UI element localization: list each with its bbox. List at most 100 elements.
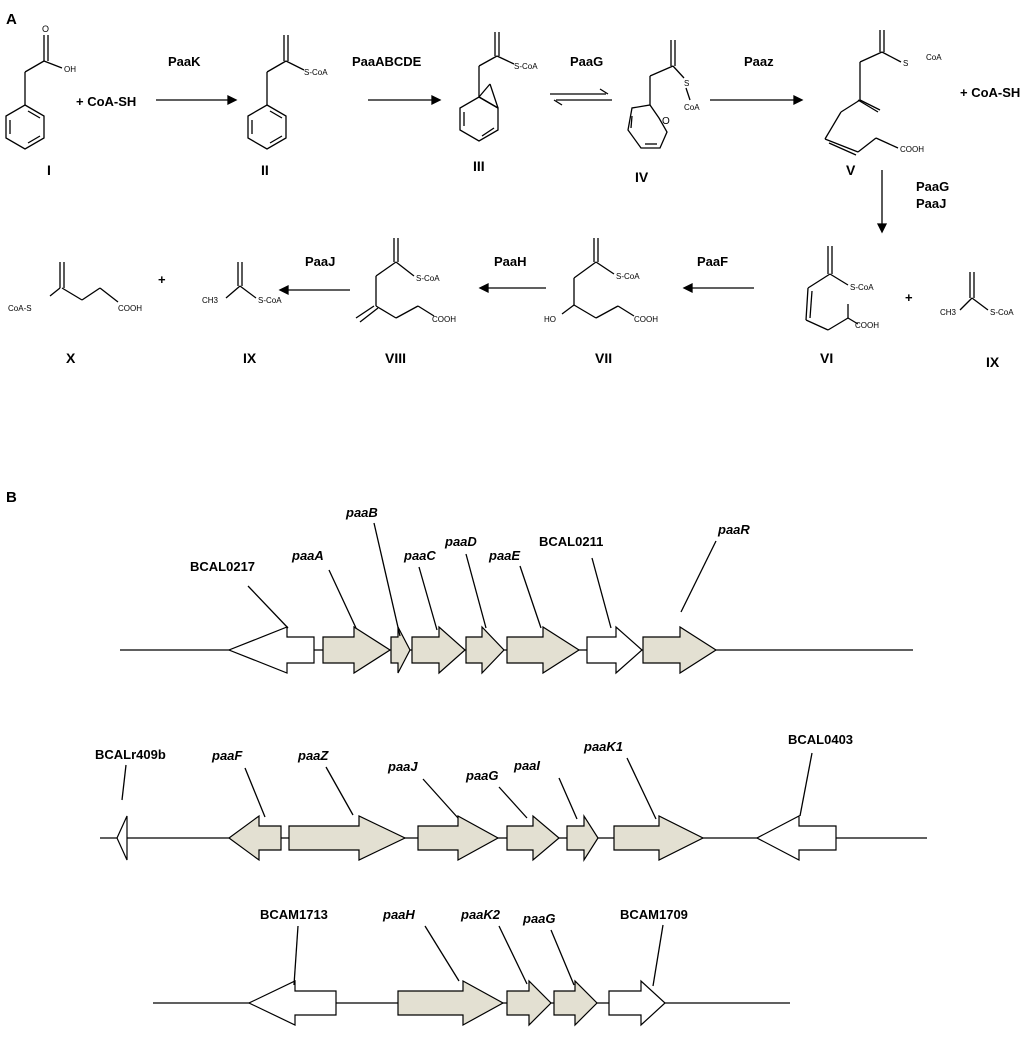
gene-leader-line — [328, 569, 357, 629]
group-scoa-ix-right: S-CoA — [990, 308, 1014, 317]
group-ch3-ix-right: CH3 — [940, 308, 957, 317]
gene-arrow-paaa — [322, 625, 392, 675]
group-coas-x: CoA-S — [8, 304, 32, 313]
group-ho-vii: HO — [544, 315, 556, 324]
gene-arrow-paar — [642, 625, 718, 675]
gene-label-bcal0211: BCAL0211 — [539, 534, 603, 549]
plus-sign-left: + — [158, 272, 166, 287]
gene-leader-line — [498, 786, 528, 819]
enzyme-paak: PaaK — [168, 54, 201, 69]
gene-leader-line — [558, 777, 578, 820]
gene-label-paad: paaD — [444, 534, 477, 549]
gene-label-bcam1713: BCAM1713 — [260, 907, 328, 922]
gene-label-paag-1: paaG — [465, 768, 499, 783]
compound-label-iv: IV — [635, 169, 649, 185]
enzyme-paaabcde: PaaABCDE — [352, 54, 422, 69]
gene-label-paab: paaB — [345, 505, 378, 520]
compound-vii-structure — [561, 238, 635, 319]
gene-leader-line — [626, 757, 657, 820]
gene-leader-line — [422, 778, 459, 819]
compound-i-structure — [5, 35, 63, 150]
cofactor-coa-out: + CoA-SH — [960, 85, 1020, 100]
enzyme-paag-right: PaaG — [916, 179, 949, 194]
gene-arrow-paaf — [227, 814, 282, 862]
group-scoa-vii: S-CoA — [616, 272, 640, 281]
compound-v-structure — [824, 30, 902, 156]
gene-label-paaa: paaA — [291, 548, 324, 563]
compound-iv-structure — [627, 40, 691, 149]
group-cooh-v: COOH — [900, 145, 924, 154]
gene-arrow-bcal0217 — [227, 626, 315, 674]
gene-arrow-paaj — [417, 814, 500, 862]
arrow-paah-head — [478, 282, 489, 294]
compound-ii-structure — [247, 35, 305, 150]
arrow-paaz-head — [793, 94, 804, 106]
gene-leader-line — [591, 557, 612, 629]
compound-label-ix-right: IX — [986, 354, 1000, 370]
arrow-paag-forward-head — [599, 88, 609, 95]
gene-leaders — [121, 522, 813, 987]
group-o-iv: O — [662, 116, 670, 127]
gene-leader-line — [325, 766, 354, 816]
gene-leader-line — [498, 925, 528, 985]
arrow-paaj-head — [278, 284, 289, 296]
group-coa-v: CoA — [926, 53, 942, 62]
gene-arrow-bcam1713 — [247, 980, 337, 1026]
compound-label-ix-left: IX — [243, 350, 257, 366]
enzyme-paah: PaaH — [494, 254, 527, 269]
compound-label-ii: II — [261, 162, 269, 178]
gene-leader-line — [424, 925, 460, 982]
atom-o-i: O — [42, 24, 49, 34]
group-scoa-ii: S-CoA — [304, 68, 328, 77]
gene-label-paak1: paaK1 — [583, 739, 623, 754]
gene-leader-line — [373, 522, 401, 637]
gene-leader-line — [680, 540, 717, 613]
gene-label-bcal0403: BCAL0403 — [788, 732, 853, 747]
gene-leader-line — [121, 764, 127, 801]
group-cooh-x: COOH — [118, 304, 142, 313]
compound-ix-right-structure — [959, 272, 989, 311]
group-ch3-ix-left: CH3 — [202, 296, 219, 305]
group-scoa-viii: S-CoA — [416, 274, 440, 283]
gene-label-bcam1709: BCAM1709 — [620, 907, 688, 922]
compound-label-vii: VII — [595, 350, 612, 366]
compound-label-i: I — [47, 162, 51, 178]
compound-label-x: X — [66, 350, 76, 366]
compound-label-v: V — [846, 162, 856, 178]
group-coa-iv: CoA — [684, 103, 700, 112]
gene-arrow-paaz — [288, 815, 407, 861]
gene-arrows — [116, 625, 837, 1027]
gene-label-paae: paaE — [488, 548, 520, 563]
gene-label-paaf: paaF — [211, 748, 243, 763]
gene-arrow-paag — [506, 814, 560, 862]
plus-sign-right: + — [905, 290, 913, 305]
gene-label-paah: paaH — [382, 907, 415, 922]
group-oh: OH — [64, 65, 76, 74]
gene-leader-line — [799, 752, 813, 817]
gene-leader-line — [293, 925, 299, 986]
gene-label-paag-2: paaG — [522, 911, 556, 926]
cofactor-coa-in: + CoA-SH — [76, 94, 136, 109]
group-cooh-viii: COOH — [432, 315, 456, 324]
enzyme-paaz: Paaz — [744, 54, 774, 69]
gene-arrow-paai — [566, 813, 599, 863]
gene-leader-line — [550, 929, 575, 986]
gene-arrow-paak2 — [506, 979, 552, 1027]
gene-arrow-paak1 — [613, 815, 705, 861]
enzyme-paag-top: PaaG — [570, 54, 603, 69]
gene-arrow-bcal0403 — [755, 815, 837, 861]
group-scoa-iii: S-CoA — [514, 62, 538, 71]
gene-leader-line — [465, 553, 487, 629]
group-s-iv: S — [684, 79, 689, 88]
arrow-paag-paaj-head — [876, 223, 888, 234]
group-scoa-vi: S-CoA — [850, 283, 874, 292]
arrow-paaf-head — [682, 282, 693, 294]
compound-x-structure — [49, 262, 119, 303]
compound-iii-structure — [459, 32, 515, 142]
enzyme-paaj-right: PaaJ — [916, 196, 946, 211]
gene-leader-line — [244, 767, 266, 818]
gene-label-paar: paaR — [717, 522, 750, 537]
gene-label-paaz: paaZ — [297, 748, 329, 763]
gene-leader-line — [418, 566, 438, 631]
